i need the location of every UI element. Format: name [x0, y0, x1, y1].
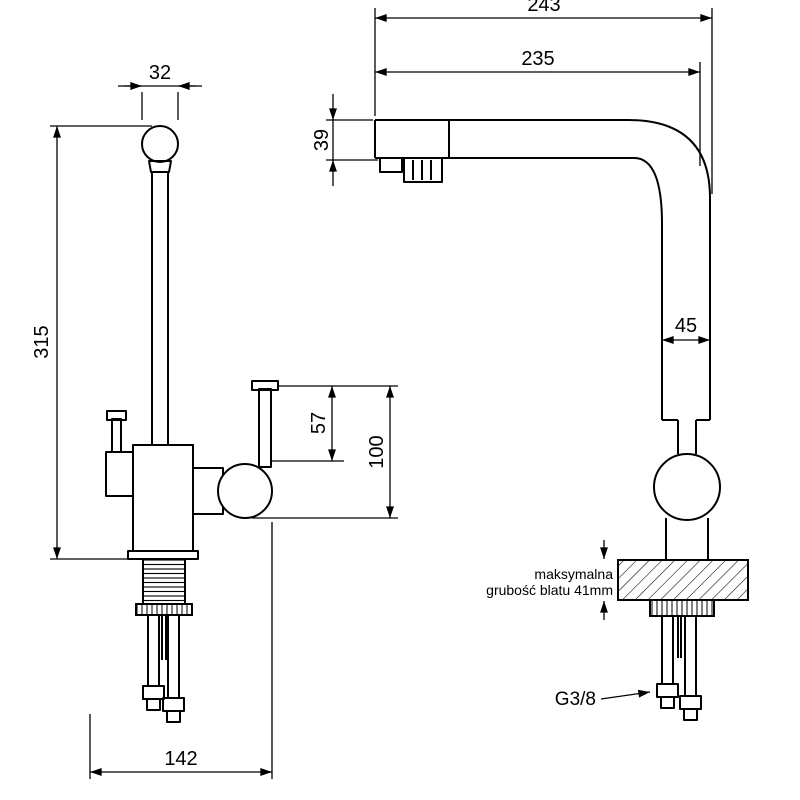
dim-spout-end-height-label: 39	[311, 129, 333, 151]
hose-connector	[656, 683, 679, 698]
handle-joint	[217, 463, 273, 519]
left-valve-body	[105, 451, 134, 497]
threaded-shank-front	[142, 558, 186, 605]
dim-column-width-label: 45	[675, 315, 697, 337]
counter-note-line2: grubość blatu 41mm	[486, 582, 613, 598]
hose-tip	[683, 708, 698, 721]
left-valve-stem	[111, 418, 122, 453]
dim-spout-reach-label: 235	[521, 48, 554, 70]
dim-head-width-label: 32	[149, 62, 171, 84]
dim-overall-depth-label: 243	[527, 0, 560, 16]
base-flange	[127, 550, 199, 560]
countertop-section	[617, 559, 749, 601]
hose-connector	[162, 697, 185, 712]
aerator-head	[403, 157, 443, 183]
side-view	[374, 119, 749, 721]
aerator-step	[379, 157, 403, 173]
supply-hoses-side	[656, 616, 702, 721]
mounting-nut-front	[135, 603, 193, 616]
hose-tip	[166, 710, 181, 723]
hose-tip	[146, 698, 161, 711]
dim-overall-height-label: 315	[31, 325, 53, 358]
front-view	[105, 125, 279, 723]
side-view-dimensions: 243 235 39 45 maksymalna grubość blatu 4…	[311, 0, 713, 710]
mounting-nut-side	[649, 599, 715, 617]
hose-connector	[679, 695, 702, 710]
dim-lever-height-label: 57	[308, 412, 330, 434]
handle-lever	[258, 388, 272, 468]
supply-hoses-front	[142, 615, 185, 723]
handle-ball-side	[653, 453, 721, 521]
faucet-neck-front	[151, 171, 169, 446]
dim-base-depth-label: 142	[164, 748, 197, 770]
hose-connector	[142, 685, 165, 700]
hose-tip	[660, 696, 675, 709]
left-valve-knob	[106, 410, 127, 421]
dim-handle-assembly-height-label: 100	[366, 435, 388, 468]
counter-note-line1: maksymalna	[534, 566, 613, 582]
faucet-head-front	[141, 125, 179, 163]
thread-size-label: G3/8	[555, 689, 596, 710]
spout-outer-profile	[375, 119, 711, 420]
faucet-body-front	[132, 444, 194, 552]
spout-inner-profile	[447, 157, 663, 420]
front-view-dimensions: 32 315 57 100 142	[31, 62, 398, 779]
